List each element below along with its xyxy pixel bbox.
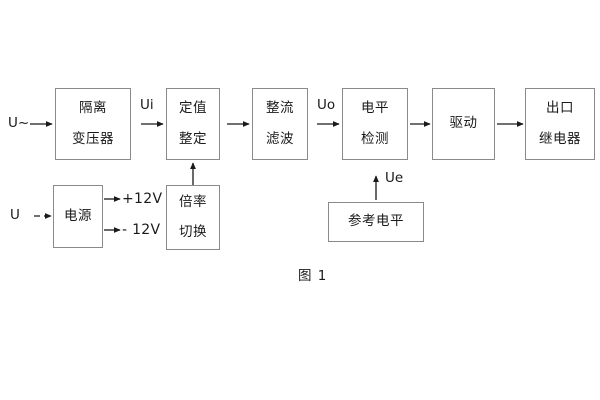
block-reference-level-line1: 参考电平 — [348, 213, 404, 230]
block-isolation-transformer-line2: 变压器 — [72, 130, 114, 147]
block-rectify-filter[interactable]: 整流 滤波 — [252, 88, 308, 160]
label-signal-ui: Ui — [140, 97, 154, 113]
label-signal-uo: Uo — [317, 97, 336, 113]
block-level-detect[interactable]: 电平 检测 — [342, 88, 408, 160]
block-ratio-switch-line1: 倍率 — [179, 193, 207, 210]
block-drive[interactable]: 驱动 — [432, 88, 495, 160]
block-power-supply[interactable]: 电源 — [53, 185, 103, 248]
label-signal-ue: Ue — [385, 170, 404, 186]
block-rectify-filter-line1: 整流 — [266, 100, 294, 116]
block-power-supply-line1: 电源 — [64, 207, 92, 224]
block-level-detect-line2: 检测 — [361, 130, 389, 147]
block-setting-value-line2: 整定 — [179, 130, 207, 147]
block-isolation-transformer-line1: 隔离 — [79, 100, 107, 116]
block-output-relay-line2: 继电器 — [539, 130, 581, 147]
block-setting-value-line1: 定值 — [179, 100, 207, 116]
label-input-ac: U~ — [8, 115, 30, 131]
block-output-relay-line1: 出口 — [546, 100, 574, 116]
block-reference-level[interactable]: 参考电平 — [328, 202, 424, 242]
label-input-dc: U — [10, 207, 20, 223]
block-ratio-switch-line2: 切换 — [179, 224, 207, 240]
block-level-detect-line1: 电平 — [361, 100, 389, 116]
label-rail-positive: +12V — [122, 191, 163, 207]
block-setting-value[interactable]: 定值 整定 — [166, 88, 220, 160]
figure-caption: 图 1 — [298, 268, 328, 284]
block-rectify-filter-line2: 滤波 — [266, 130, 294, 147]
label-rail-negative: - 12V — [122, 222, 161, 238]
block-ratio-switch[interactable]: 倍率 切换 — [166, 185, 220, 250]
block-drive-line1: 驱动 — [449, 115, 478, 132]
block-isolation-transformer[interactable]: 隔离 变压器 — [55, 88, 131, 160]
block-output-relay[interactable]: 出口 继电器 — [525, 88, 595, 160]
